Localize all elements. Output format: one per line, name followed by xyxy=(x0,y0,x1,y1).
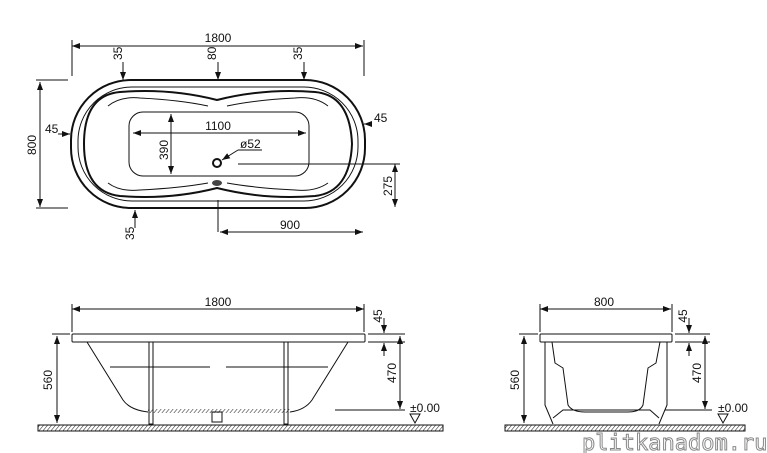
rim-right-label: 45 xyxy=(374,111,388,125)
top-length-label: 1800 xyxy=(205,31,232,45)
basin-width-label: 390 xyxy=(157,140,171,160)
bottom-backrest xyxy=(107,182,329,191)
tub-body xyxy=(551,341,661,413)
end-floor-level-label: ±0.00 xyxy=(718,401,748,415)
ground xyxy=(37,424,444,432)
side-total-height-label: 560 xyxy=(41,370,55,390)
drain-offset-x-label: 900 xyxy=(280,218,300,232)
end-rim-height-label: 45 xyxy=(676,309,690,323)
side-inner-height-label: 470 xyxy=(385,363,399,383)
tub-body xyxy=(86,341,349,413)
side-length-label: 1800 xyxy=(205,295,232,309)
side-floor-level-label: ±0.00 xyxy=(410,401,440,415)
tub-rim xyxy=(539,333,673,343)
rim-top-center-label: 80 xyxy=(205,46,219,60)
inner-edge xyxy=(82,90,354,198)
side-rim-height-label: 45 xyxy=(371,309,385,323)
leg xyxy=(283,341,289,425)
top-view: 1800 800 35 80 35 35 45 45 1100 390 ø52 … xyxy=(25,31,400,240)
leg xyxy=(148,341,154,425)
ground xyxy=(504,424,746,432)
top-width-label: 800 xyxy=(25,135,39,155)
overflow xyxy=(212,180,222,186)
watermark: plitkanadom.ru xyxy=(582,431,767,453)
rim-top-right-label: 35 xyxy=(291,46,305,60)
basin-length-label: 1100 xyxy=(205,119,231,133)
drain-pipe xyxy=(211,411,223,423)
rim-left-label: 45 xyxy=(45,122,59,136)
side-view: 1800 560 45 470 ±0.00 xyxy=(37,295,444,432)
end-view: 800 560 45 470 ±0.00 xyxy=(504,295,748,432)
end-width-label: 800 xyxy=(594,295,614,309)
drain-diameter-label: ø52 xyxy=(240,137,261,151)
basin-floor xyxy=(128,111,310,177)
rim-bottom-label: 35 xyxy=(123,226,137,240)
tub-rim xyxy=(71,333,366,343)
top-backrest xyxy=(107,97,329,107)
drain xyxy=(212,158,222,168)
drain-offset-y-label: 275 xyxy=(381,176,395,196)
end-total-height-label: 560 xyxy=(508,370,522,390)
end-inner-height-label: 470 xyxy=(690,363,704,383)
tub-frame xyxy=(544,342,668,425)
rim-top-left-label: 35 xyxy=(111,46,125,60)
